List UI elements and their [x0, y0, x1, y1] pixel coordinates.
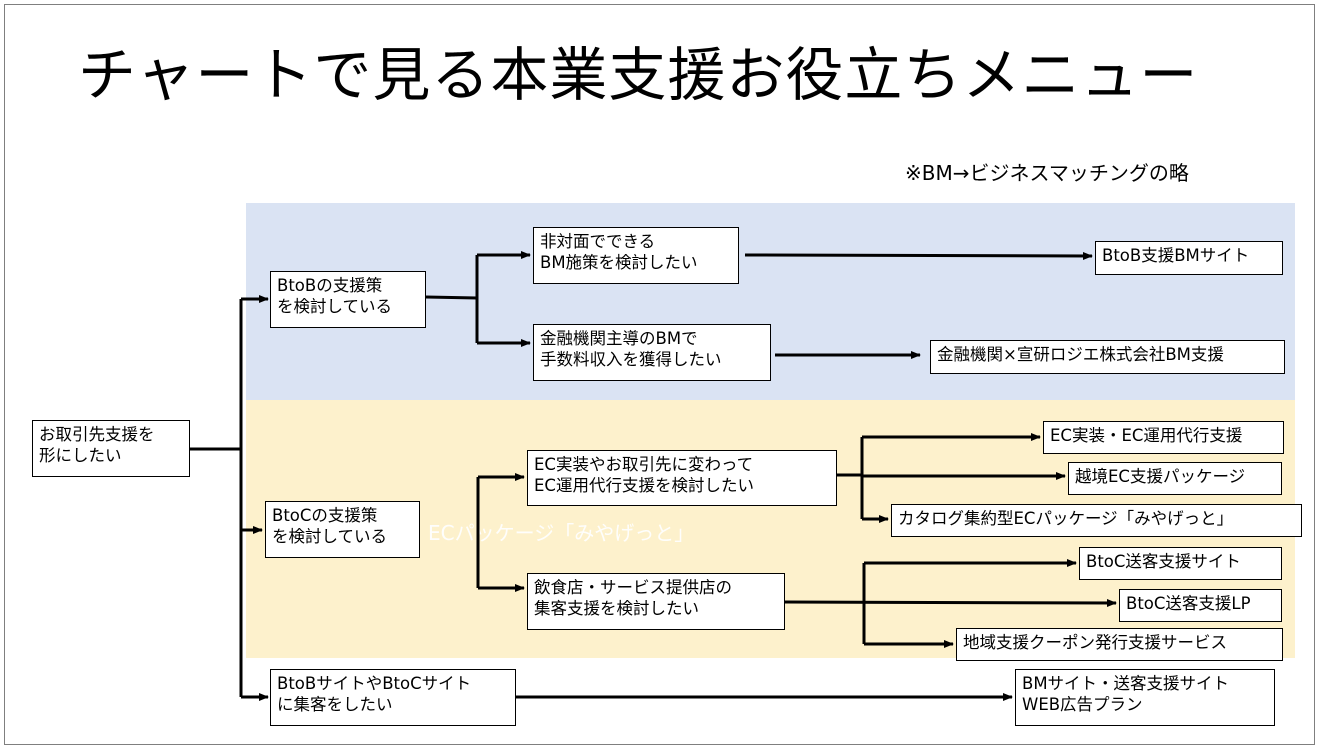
arrow-to-btoc-lp [784, 598, 1117, 607]
result-btoc-site-label: BtoC送客支援サイト [1086, 552, 1241, 571]
result-web-ad: BMサイト・送客支援サイト WEB広告プラン [1015, 669, 1275, 726]
node-site-line1: BtoBサイトやBtoCサイト [277, 674, 472, 693]
node-root: お取引先支援を 形にしたい [32, 420, 190, 477]
result-fin-bm-label: 金融機関×宣研ロジエ株式会社BM支援 [937, 345, 1224, 364]
result-btob-bm-site-label: BtoB支援BMサイト [1102, 246, 1250, 265]
node-btob-line2: を検討している [277, 297, 393, 316]
node-btoc-ec: EC実装やお取引先に変わって EC運用代行支援を検討したい [527, 450, 837, 506]
watermark-text: ECパッケージ「みやげっと」 [428, 521, 695, 545]
result-btob-bm-site: BtoB支援BMサイト [1095, 241, 1283, 275]
node-site: BtoBサイトやBtoCサイト に集客をしたい [270, 669, 516, 726]
node-btoc-line2: を検討している [272, 527, 388, 546]
result-web-ad-line2: WEB広告プラン [1022, 695, 1143, 714]
result-ec-impl-label: EC実装・EC運用代行支援 [1050, 426, 1243, 445]
page-title: チャートで見る本業支援お役立ちメニュー [78, 41, 1199, 109]
abbreviation-note: ※BM→ビジネスマッチングの略 [905, 161, 1189, 185]
node-btoc-ec-line1: EC実装やお取引先に変わって [534, 455, 754, 474]
node-btob-fee-line2: 手数料収入を獲得したい [540, 350, 722, 369]
result-fin-bm: 金融機関×宣研ロジエ株式会社BM支援 [930, 340, 1285, 374]
node-btoc-food-line2: 集客支援を検討したい [534, 599, 699, 618]
node-site-line2: に集客をしたい [277, 695, 393, 714]
result-btoc-site: BtoC送客支援サイト [1079, 547, 1282, 580]
node-btob: BtoBの支援策 を検討している [270, 271, 426, 328]
result-catalog-label: カタログ集約型ECパッケージ「みやげっと」 [898, 509, 1234, 528]
result-web-ad-line1: BMサイト・送客支援サイト [1022, 674, 1230, 693]
arrow-to-btob-bm-site [744, 251, 1093, 260]
result-coupon-label: 地域支援クーポン発行支援サービス [963, 633, 1227, 652]
node-btoc: BtoCの支援策 を検討している [265, 501, 420, 558]
result-btoc-lp: BtoC送客支援LP [1119, 589, 1282, 622]
node-root-line1: お取引先支援を [39, 425, 155, 444]
node-btoc-ec-line2: EC運用代行支援を検討したい [534, 476, 754, 495]
node-btob-line1: BtoBの支援策 [277, 276, 383, 295]
result-btoc-lp-label: BtoC送客支援LP [1126, 594, 1251, 613]
result-catalog: カタログ集約型ECパッケージ「みやげっと」 [891, 504, 1302, 537]
node-btob-nonface: 非対面でできる BM施策を検討したい [533, 227, 739, 284]
result-coupon: 地域支援クーポン発行支援サービス [956, 628, 1283, 661]
connector-btob-out [425, 295, 478, 300]
node-btoc-food: 飲食店・サービス提供店の 集客支援を検討したい [527, 573, 785, 630]
result-cross-border-label: 越境EC支援パッケージ [1075, 467, 1246, 486]
node-btob-nonface-line1: 非対面でできる [540, 232, 656, 251]
node-btob-fee-line1: 金融機関主導のBMで [540, 329, 698, 348]
node-btoc-line1: BtoCの支援策 [272, 506, 378, 525]
result-ec-impl: EC実装・EC運用代行支援 [1043, 421, 1284, 454]
node-btoc-food-line1: 飲食店・サービス提供店の [534, 578, 732, 597]
result-cross-border: 越境EC支援パッケージ [1068, 462, 1282, 495]
node-btob-nonface-line2: BM施策を検討したい [540, 253, 698, 272]
node-btob-fee: 金融機関主導のBMで 手数料収入を獲得したい [533, 324, 771, 381]
node-root-line2: 形にしたい [39, 446, 122, 465]
